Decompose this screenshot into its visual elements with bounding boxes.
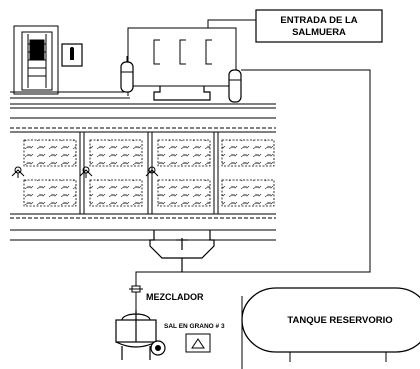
brine-tank bbox=[127, 27, 237, 101]
mixer-vessel bbox=[115, 310, 157, 360]
left-cylinder bbox=[120, 56, 134, 93]
mixer-label: MEZCLADOR bbox=[146, 292, 204, 302]
spray-nozzles bbox=[11, 166, 159, 178]
tray bbox=[221, 139, 275, 167]
salt-hopper-icon bbox=[185, 333, 211, 353]
spray-nozzle-icon bbox=[11, 166, 25, 178]
control-box bbox=[61, 43, 83, 67]
tray bbox=[89, 179, 143, 207]
spray-nozzle-icon bbox=[145, 166, 159, 178]
upper-rails bbox=[10, 91, 276, 119]
tray bbox=[157, 139, 211, 167]
mixer-valve bbox=[129, 285, 143, 314]
collection-hopper bbox=[149, 230, 215, 272]
product-trays-lower bbox=[23, 179, 275, 207]
brine-inlet-label: ENTRADA DE LA SALMUERA bbox=[255, 9, 383, 43]
right-cylinder bbox=[228, 69, 242, 103]
tray bbox=[157, 179, 211, 207]
tray bbox=[23, 179, 77, 207]
reservoir-tank-label: TANQUE RESERVORIO bbox=[287, 315, 392, 326]
brine-inlet-pipe bbox=[207, 19, 256, 28]
mixer-motor-icon bbox=[150, 340, 166, 356]
brine-inlet-text-1: ENTRADA DE LA bbox=[280, 15, 357, 26]
conveyor-top-edge bbox=[10, 127, 276, 133]
spray-nozzle-icon bbox=[79, 166, 93, 178]
conveyor-dividers bbox=[79, 132, 219, 214]
coil-unit bbox=[13, 25, 59, 95]
lower-rails bbox=[10, 229, 276, 241]
conveyor-bottom-edge bbox=[10, 213, 276, 219]
tray bbox=[89, 139, 143, 167]
return-pipe bbox=[135, 69, 371, 286]
tray bbox=[23, 139, 77, 167]
product-trays-upper bbox=[23, 139, 275, 167]
tray bbox=[221, 179, 275, 207]
grain-salt-label: SAL EN GRANO # 3 bbox=[164, 323, 225, 330]
reservoir-tank: TANQUE RESERVORIO bbox=[241, 287, 420, 362]
brine-inlet-text-2: SALMUERA bbox=[292, 27, 346, 38]
